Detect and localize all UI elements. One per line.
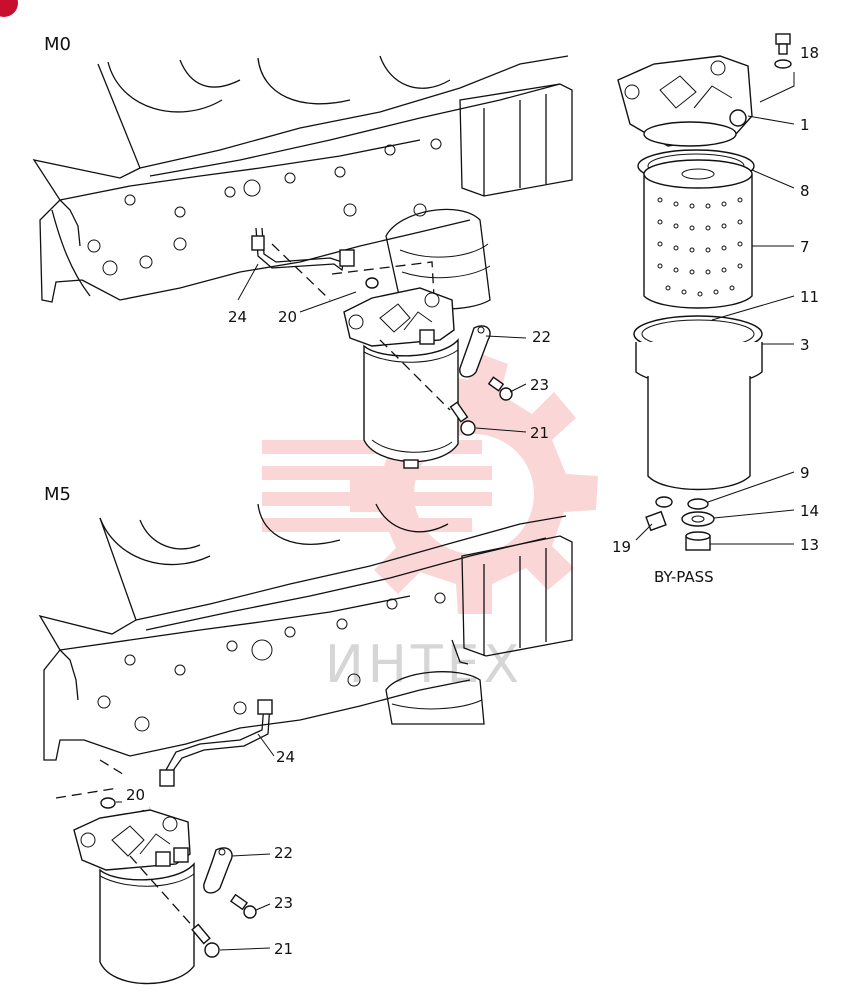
callout-9: 9	[800, 464, 810, 482]
callout-3: 3	[800, 336, 810, 354]
callout-1: 1	[800, 116, 810, 134]
callout-7: 7	[800, 238, 810, 256]
bypass-caption: BY-PASS	[654, 568, 714, 586]
m5-oil-filter	[73, 809, 195, 985]
m0-bracket-22	[459, 325, 491, 378]
callout-m0-21: 21	[530, 424, 549, 442]
m0-oil-filter	[343, 287, 459, 469]
m0-oring-20	[365, 277, 379, 289]
part-3-filter-bowl	[633, 315, 763, 491]
callout-11: 11	[800, 288, 819, 306]
corner-badge	[0, 0, 18, 17]
part-9-washer	[687, 498, 709, 510]
m5-bracket-22	[203, 847, 233, 894]
part-14-washer	[681, 511, 715, 527]
callout-14: 14	[800, 502, 819, 520]
callout-m0-22: 22	[532, 328, 551, 346]
callout-19: 19	[612, 538, 631, 556]
callout-m5-20: 20	[126, 786, 145, 804]
part-7-filter-element	[643, 159, 753, 309]
callout-13: 13	[800, 536, 819, 554]
callout-m0-20: 20	[278, 308, 297, 326]
part-1-filter-head	[617, 55, 753, 147]
callout-18: 18	[800, 44, 819, 62]
callout-m0-23: 23	[530, 376, 549, 394]
part-18-plug	[774, 33, 792, 69]
m5-oring-20	[100, 797, 116, 809]
m0-engine-block	[32, 55, 573, 310]
leader-lines	[116, 72, 795, 951]
m5-bracket-hole	[218, 848, 226, 856]
callout-m5-22: 22	[274, 844, 293, 862]
m5-engine-block	[38, 503, 573, 761]
m0-oil-pipe	[251, 227, 355, 272]
part-13-nut	[685, 531, 711, 551]
m5-bolt-23	[229, 893, 257, 919]
part-19-plug	[645, 496, 673, 532]
section-title-m0: M0	[44, 34, 71, 55]
m0-bracket-hole	[477, 326, 485, 334]
section-title-m5: M5	[44, 484, 71, 505]
m0-bolt-21	[379, 339, 476, 436]
m5-oil-pipe	[159, 699, 273, 787]
callout-m5-23: 23	[274, 894, 293, 912]
callout-m5-24: 24	[276, 748, 295, 766]
m0-bolt-23	[487, 376, 513, 401]
callout-m5-21: 21	[274, 940, 293, 958]
m5-bolt-21	[129, 855, 220, 958]
callout-8: 8	[800, 182, 810, 200]
callout-m0-24: 24	[228, 308, 247, 326]
